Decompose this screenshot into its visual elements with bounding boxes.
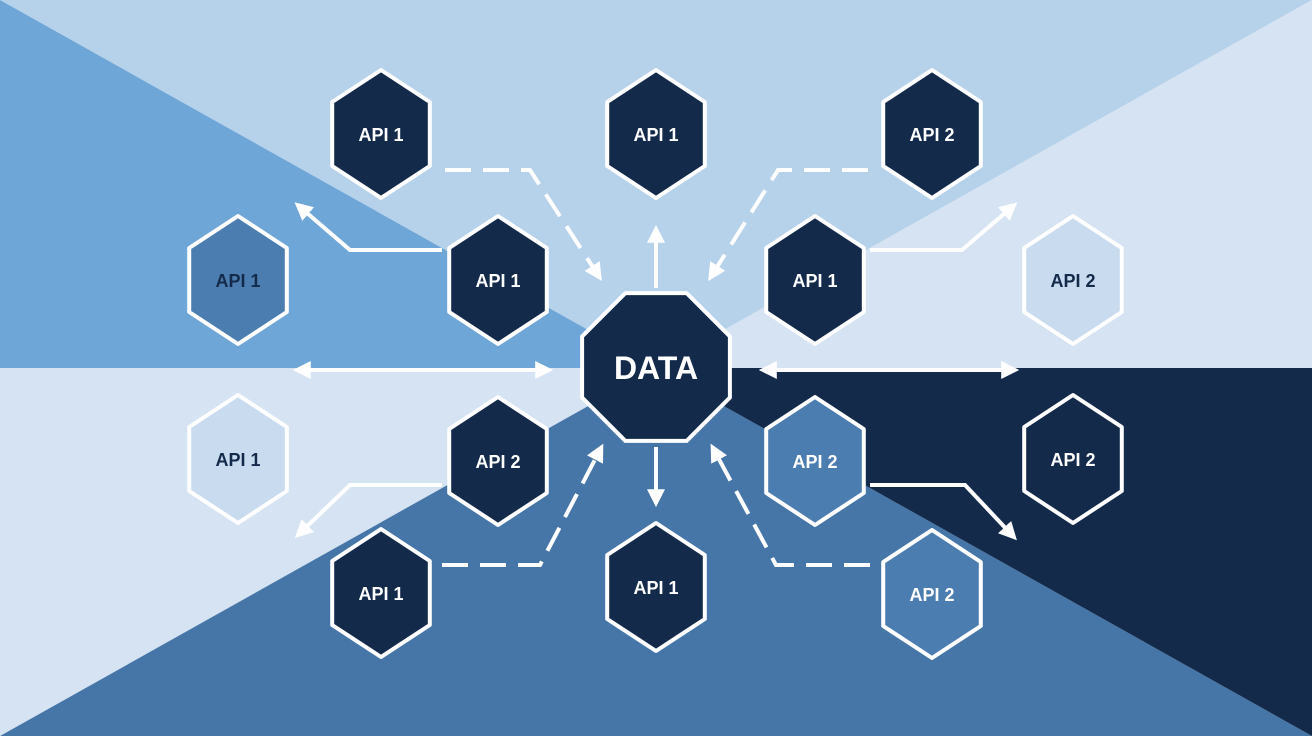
hexagon-shape xyxy=(881,68,983,200)
api-node[interactable]: API 2 xyxy=(447,395,549,527)
api-node[interactable]: API 1 xyxy=(187,393,289,525)
api-node-label: API 1 xyxy=(358,125,403,145)
api-node-label: API 2 xyxy=(792,452,837,472)
arrow-connector xyxy=(870,202,1018,252)
api-node-label: API 1 xyxy=(215,271,260,291)
hexagon-shape xyxy=(764,395,866,527)
hexagon-shape xyxy=(187,214,289,346)
api-node-label: API 1 xyxy=(792,271,837,291)
arrow-connector xyxy=(294,202,442,252)
hexagon-shape xyxy=(1022,393,1124,525)
dashed-arrow-connector xyxy=(710,443,870,567)
data-hub[interactable]: DATA xyxy=(580,291,732,443)
dashed-arrow-connector xyxy=(442,443,604,567)
api-node-label: API 1 xyxy=(633,578,678,598)
api-node[interactable]: API 1 xyxy=(330,527,432,659)
data-hub-label: DATA xyxy=(614,350,698,386)
hexagon-shape xyxy=(1022,214,1124,346)
hexagon-shape xyxy=(605,521,707,653)
hexagon-shape xyxy=(447,214,549,346)
api-node[interactable]: API 2 xyxy=(764,395,866,527)
api-node[interactable]: API 2 xyxy=(1022,393,1124,525)
connectors xyxy=(292,168,1020,567)
api-node[interactable]: API 1 xyxy=(330,68,432,200)
hexagon-shape xyxy=(330,68,432,200)
hexagon-shape xyxy=(605,68,707,200)
api-node-label: API 2 xyxy=(1050,450,1095,470)
api-node[interactable]: API 1 xyxy=(764,214,866,346)
hexagon-shape xyxy=(187,393,289,525)
api-node[interactable]: API 1 xyxy=(187,214,289,346)
api-node[interactable]: API 2 xyxy=(881,528,983,660)
api-node-label: API 1 xyxy=(475,271,520,291)
arrow-connector xyxy=(294,483,442,538)
api-node-label: API 2 xyxy=(1050,271,1095,291)
hexagon-shape xyxy=(330,527,432,659)
api-node[interactable]: API 2 xyxy=(1022,214,1124,346)
api-node-label: API 2 xyxy=(475,452,520,472)
api-node-label: API 1 xyxy=(358,584,403,604)
dashed-arrow-connector xyxy=(445,168,602,282)
api-node-label: API 2 xyxy=(909,585,954,605)
hexagon-shape xyxy=(881,528,983,660)
api-node-label: API 2 xyxy=(909,125,954,145)
dashed-arrow-connector xyxy=(708,168,868,282)
octagon-shape xyxy=(580,291,732,443)
hexagon-shape xyxy=(764,214,866,346)
api-node[interactable]: API 1 xyxy=(447,214,549,346)
nodes: API 1 API 1 API 2 API 1 API 1 API 1 API 2 API 1… xyxy=(187,68,1124,660)
arrow-connector xyxy=(870,483,1017,541)
api-node-label: API 1 xyxy=(215,450,260,470)
api-node-label: API 1 xyxy=(633,125,678,145)
hexagon-shape xyxy=(447,395,549,527)
api-node[interactable]: API 2 xyxy=(881,68,983,200)
api-node[interactable]: API 1 xyxy=(605,68,707,200)
api-node[interactable]: API 1 xyxy=(605,521,707,653)
